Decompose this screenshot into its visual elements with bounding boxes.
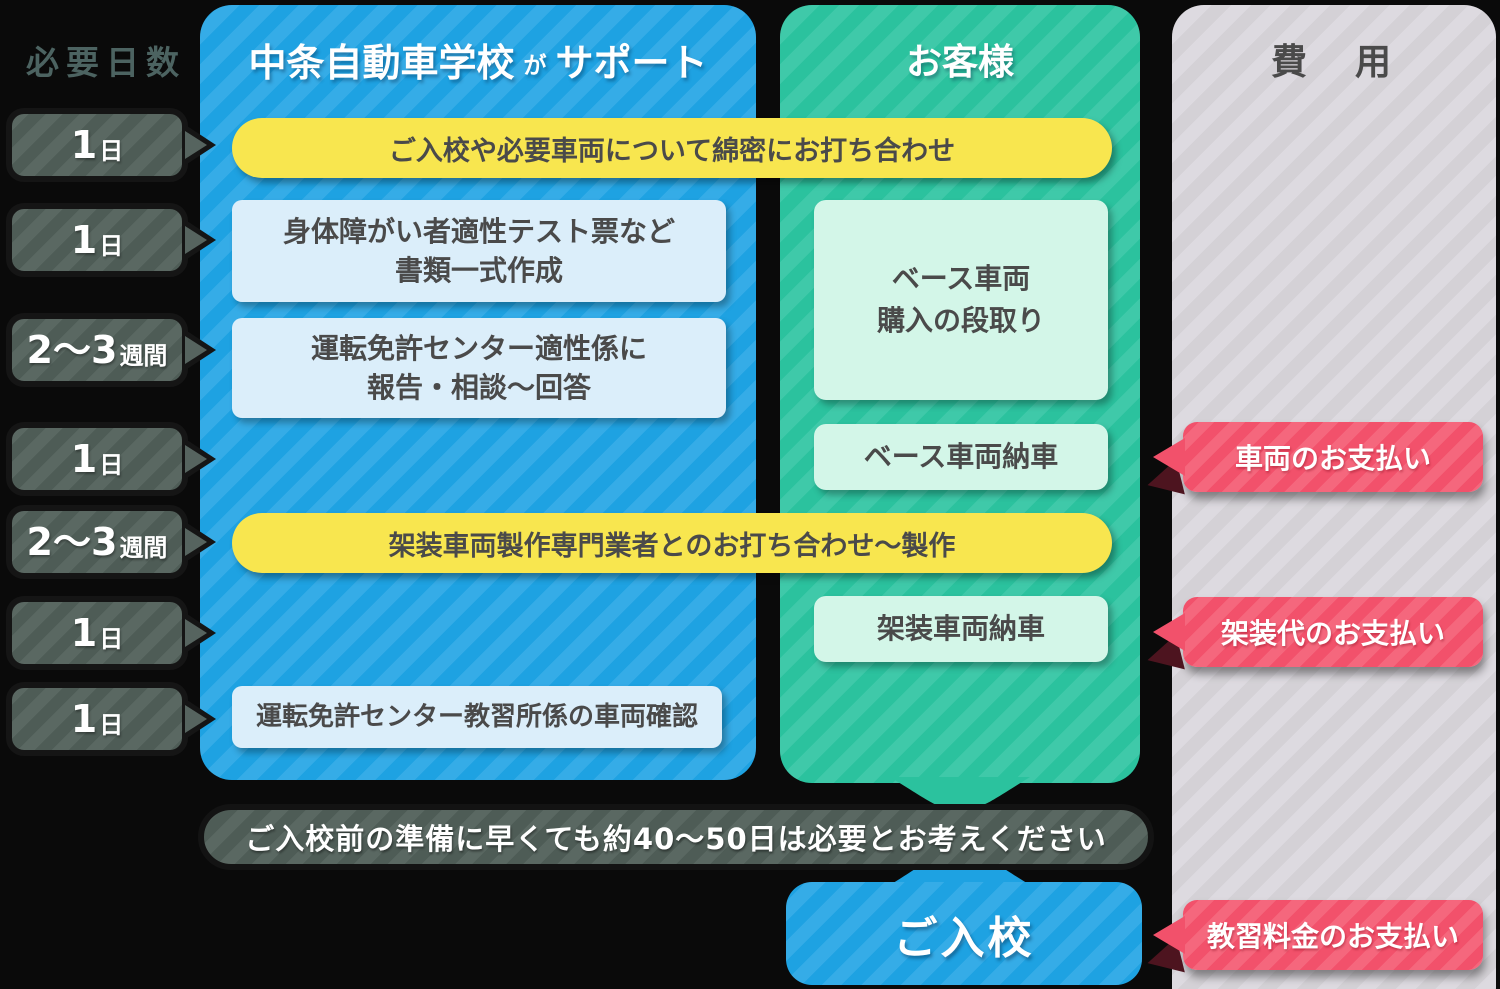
arrow-right-icon <box>184 329 216 371</box>
duration-unit: 日 <box>99 451 124 479</box>
cost-badge-label: 車両のお支払い <box>1234 442 1431 475</box>
arrow-right-icon <box>184 612 216 654</box>
step-box-report-line1: 運転免許センター適性係に <box>310 331 647 365</box>
step-box-vehicle-check: 運転免許センター教習所係の車両確認 <box>232 686 722 748</box>
arrow-left-icon <box>1153 916 1185 954</box>
arrow-right-icon <box>184 438 216 480</box>
step-box-license-center-report: 運転免許センター適性係に 報告・相談〜回答 <box>232 318 726 418</box>
arrow-right-icon <box>184 521 216 563</box>
duration-unit: 週間 <box>119 534 168 562</box>
base-vehicle-line2: 購入の段取り <box>876 304 1045 337</box>
cost-badge-label: 架装代のお支払い <box>1220 617 1445 650</box>
cost-column-title: 費 用 <box>1270 42 1397 83</box>
step-box-report-line2: 報告・相談〜回答 <box>366 371 591 404</box>
duration-value: 1 <box>70 218 98 262</box>
duration-value: 2〜3 <box>26 328 118 372</box>
step-box-modified-vehicle-delivery: 架装車両納車 <box>814 596 1108 662</box>
arrow-right-icon <box>184 124 216 166</box>
duration-unit: 日 <box>99 137 124 165</box>
duration-value: 1 <box>70 611 98 655</box>
step-banner-meeting: ご入校や必要車両について綿密にお打ち合わせ <box>232 118 1112 178</box>
step-box-base-vehicle-purchase: ベース車両 購入の段取り <box>814 200 1108 400</box>
support-title-role: サポート <box>555 40 708 85</box>
enrollment-box: ご入校 <box>786 882 1142 985</box>
duration-value: 2〜3 <box>26 520 118 564</box>
step-box-documents: 身体障がい者適性テスト票など 書類一式作成 <box>232 200 726 302</box>
support-title-school: 中条自動車学校 <box>248 40 515 85</box>
cost-badge-tuition-payment: 教習料金のお支払い <box>1143 900 1483 981</box>
base-vehicle-line1: ベース車両 <box>891 262 1031 295</box>
duration-value: 1 <box>70 697 98 741</box>
step-box-base-vehicle-delivery: ベース車両納車 <box>814 424 1108 490</box>
support-title-particle: が <box>523 53 547 79</box>
arrow-right-icon <box>184 698 216 740</box>
arrow-left-icon <box>1153 613 1185 651</box>
duration-value: 1 <box>70 437 98 481</box>
arrow-left-icon <box>1153 438 1185 476</box>
funnel-connector-green <box>890 777 1030 807</box>
duration-unit: 日 <box>99 232 124 260</box>
cost-badge-label: 教習料金のお支払い <box>1206 920 1459 953</box>
duration-value: 1 <box>70 123 98 167</box>
preparation-note-banner: ご入校前の準備に早くても約40〜50日は必要とお考えください <box>198 804 1154 870</box>
duration-unit: 日 <box>99 625 124 653</box>
arrow-right-icon <box>184 219 216 261</box>
cost-badge-body-payment: 架装代のお支払い <box>1143 597 1483 678</box>
required-days-title: 必要日数 <box>26 43 186 82</box>
step-box-documents-line1: 身体障がい者適性テスト票など <box>282 214 675 248</box>
step-banner-body-builder: 架装車両製作専門業者とのお打ち合わせ〜製作 <box>232 513 1112 573</box>
cost-column: 費 用 <box>1172 5 1496 989</box>
customer-column-title: お客様 <box>905 42 1014 83</box>
cost-badge-vehicle-payment: 車両のお支払い <box>1143 422 1483 503</box>
support-column-title: 中条自動車学校 が サポート <box>200 33 756 85</box>
duration-unit: 週間 <box>119 342 168 370</box>
duration-unit: 日 <box>99 711 124 739</box>
step-box-documents-line2: 書類一式作成 <box>394 254 563 287</box>
